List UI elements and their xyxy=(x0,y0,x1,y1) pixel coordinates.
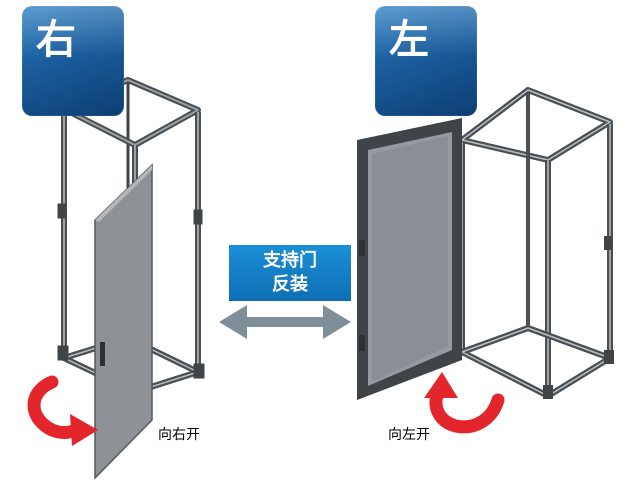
badge-left-label: 左 xyxy=(389,17,429,63)
door-panel-left xyxy=(357,118,462,400)
badge-right-label: 右 xyxy=(36,17,76,63)
cabinet-left-opening xyxy=(459,87,614,399)
caption-open-left: 向左开 xyxy=(388,427,430,443)
caption-open-right: 向右开 xyxy=(158,427,200,443)
rotate-arrow-icon xyxy=(27,375,98,446)
badge-right: 右 xyxy=(22,6,124,116)
door-handle xyxy=(100,342,105,366)
badge-left: 左 xyxy=(375,6,477,116)
info-line-2: 反装 xyxy=(272,274,308,295)
door-panel-right xyxy=(94,163,153,480)
info-line-1: 支持门 xyxy=(263,250,317,271)
double-arrow-icon xyxy=(219,305,351,339)
rotate-arrow-icon xyxy=(424,372,505,434)
reversible-door-label: 支持门 反装 xyxy=(229,245,351,301)
